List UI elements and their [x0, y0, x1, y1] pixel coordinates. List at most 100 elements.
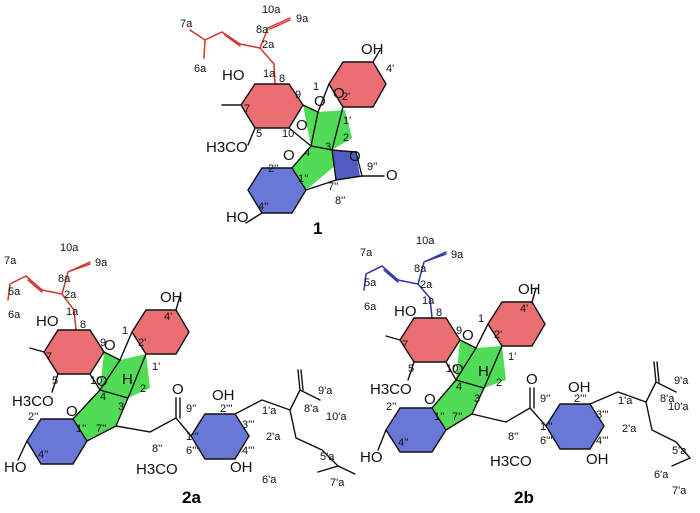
group-label: O: [349, 148, 361, 165]
group-label: H: [122, 371, 133, 388]
core-fill: [456, 340, 506, 388]
atom-label: 4': [520, 303, 528, 315]
atom-label: 9'': [367, 161, 377, 173]
atom-label: 6'a: [654, 469, 669, 481]
atom-label: 4'': [258, 201, 268, 213]
atom-label: 8'': [152, 443, 162, 455]
bonds: [115, 417, 192, 437]
double-bond: [69, 263, 91, 272]
atom-label: 8a: [58, 273, 71, 285]
group-label: O: [462, 327, 474, 344]
atom-label: 2': [494, 329, 502, 341]
atom-label: 9'': [540, 393, 550, 405]
atom-label: 8a: [414, 263, 427, 275]
isopropenyl: [259, 17, 291, 49]
core-fill: [303, 105, 352, 150]
atom-label: 8'': [335, 195, 345, 207]
atom-label: 7a: [180, 18, 193, 30]
atom-label: 9: [456, 325, 462, 337]
bond-OMe: [247, 127, 256, 146]
compound-number: 1: [313, 219, 322, 238]
atom-label: 10a: [262, 4, 281, 16]
atom-label: 5: [256, 128, 262, 140]
bond-OH: [17, 440, 28, 461]
double-bond: [425, 253, 447, 262]
group-label: OH: [568, 379, 591, 396]
group-label: O: [104, 337, 116, 354]
atom-label: 2'a: [622, 423, 637, 435]
atom-label: 6''': [540, 435, 552, 447]
group-label: O: [96, 373, 108, 390]
methyl: [655, 381, 677, 393]
atom-label: 1'a: [262, 405, 277, 417]
atom-label: 1: [313, 81, 319, 93]
ring-a-fill: [241, 84, 303, 128]
lactone: [331, 149, 363, 181]
bonds: [431, 347, 477, 409]
isopropenyl-b: [645, 361, 657, 403]
atom-label: 1'': [434, 411, 444, 423]
ring-c-fill: [386, 408, 446, 452]
atom-label: 10'a: [668, 401, 689, 413]
bond-OH: [372, 49, 381, 63]
lactone-fill: [332, 150, 360, 180]
atom-label: 1: [478, 313, 484, 325]
atom-label: 7a: [4, 255, 17, 267]
atom-label: 9'a: [674, 375, 689, 387]
ring-c-fill: [27, 419, 87, 464]
atom-label: 8'a: [304, 403, 319, 415]
atom-label: 6'a: [262, 474, 277, 486]
atom-label: 10: [90, 375, 102, 387]
atom-label: 3: [118, 401, 124, 413]
group-label: HO: [394, 303, 417, 320]
group-label: O: [386, 167, 398, 184]
atom-label: 2''': [574, 393, 586, 405]
atom-label: 7'a: [672, 485, 687, 497]
core-fill-2: [73, 390, 128, 441]
atom-label: 1': [343, 115, 351, 127]
bond-OH: [531, 287, 537, 303]
atom-label: 6a: [194, 63, 207, 75]
bonds: [445, 345, 503, 389]
bonds: [288, 106, 344, 151]
ring-b-fill: [329, 62, 386, 107]
atom-label: 2': [342, 91, 350, 103]
group-label: HO: [36, 313, 59, 330]
compound-number: 2a: [182, 488, 201, 507]
compound-2b: 10a 9a 8a 7a 5a 2a 6a 1a 4' 1 2' 7 8 9 1…: [360, 235, 692, 507]
atom-label: 4'': [398, 437, 408, 449]
atom-label: 4'': [38, 449, 48, 461]
atom-label: 3: [325, 141, 331, 153]
atom-label: 7: [402, 339, 408, 351]
atom-label: 2: [140, 383, 146, 395]
bond-OH: [377, 429, 387, 451]
isopropenyl: [61, 261, 91, 295]
bonds: [72, 359, 121, 420]
group-label: H: [478, 363, 489, 380]
atom-label: 2a: [262, 39, 275, 51]
atom-label: 2'': [386, 401, 396, 413]
atom-label: 4': [164, 311, 172, 323]
isopropenyl-b: [289, 369, 301, 411]
atom-label: 8: [279, 73, 285, 85]
group-label: H3CO: [12, 393, 54, 410]
atom-label: 9a: [95, 257, 108, 269]
methyl: [189, 29, 206, 41]
core-fill: [100, 352, 150, 398]
group-label: H3CO: [370, 381, 412, 398]
atom-label: 10: [282, 128, 294, 140]
atom-label: 6a: [364, 301, 377, 313]
group-label: O: [314, 93, 326, 110]
atom-label: 1'a: [618, 395, 633, 407]
atom-label: 2'': [28, 411, 38, 423]
atom-label: 5'a: [320, 451, 335, 463]
atom-label: 7a: [360, 247, 373, 259]
bond-OH: [385, 335, 401, 341]
atom-label: 2a: [64, 289, 77, 301]
group-label: O: [172, 381, 184, 398]
atom-label: 4: [456, 381, 462, 393]
group-label: O: [66, 403, 78, 420]
atom-label: 5: [408, 363, 414, 375]
ring-c-fill: [248, 168, 306, 213]
